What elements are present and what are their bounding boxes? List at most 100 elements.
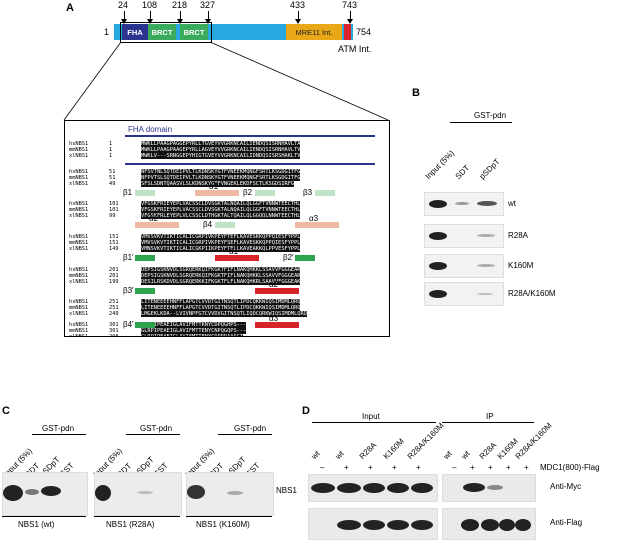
band-d-myc-ip-2 (463, 483, 485, 492)
alignment-sequence: NFSVTNLSQTDEIPVLTLKDNSKYGTFVNEEKMQNGFSRT… (141, 169, 301, 175)
arrowhead-433 (295, 19, 301, 24)
band-b-dm-input (429, 290, 447, 298)
band-d-flag-ip-4 (499, 519, 515, 531)
arrowhead-24 (121, 19, 127, 24)
alignment-residue-number: 51 (109, 169, 116, 175)
alignment-sequence: GLRPIPEAEIGLAVIFMTTENYCNPQGQPS--- (141, 328, 247, 334)
alignment-species-name: mmNBS1 (69, 147, 89, 153)
band-b-k160m-input (429, 262, 447, 270)
band-d-myc-input-4 (387, 483, 409, 493)
panel-c-g3-caption: NBS1 (K160M) (196, 520, 250, 529)
helix-marker (215, 255, 259, 261)
panel-b-blot-r28a-k160m (424, 282, 504, 306)
alignment-sequence: LITENEEEEHNFFLAPGTCVVDTGITNSQTLIPDCQKKWI… (141, 305, 301, 311)
alignment-species-name: mmNBS1 (69, 240, 89, 246)
position-327: 327 (200, 0, 216, 10)
input-lane-label: wt (309, 448, 322, 461)
helix-marker (295, 222, 339, 228)
band-c-g1-psdpt (41, 486, 61, 496)
alignment-residue-number: 51 (109, 175, 116, 181)
alignment-residue-number: 151 (109, 240, 119, 246)
panel-d-letter: D (302, 405, 310, 417)
band-b-dm-psdpt (477, 293, 493, 295)
band-c-g3-psdpt (227, 491, 243, 495)
brct-domain-2-label: BRCT (183, 27, 205, 37)
end-residue: 754 (356, 27, 372, 37)
panel-d-myc-input-blot (308, 474, 438, 502)
input-lane-label: wt (333, 448, 346, 461)
ip-sign: + (488, 463, 493, 472)
panel-c-letter: C (2, 405, 10, 417)
ip-sign: + (470, 463, 475, 472)
band-d-flag-input-3 (363, 520, 385, 530)
position-218: 218 (172, 0, 188, 10)
alignment-species-name: xlNBS1 (69, 181, 89, 187)
ip-lane-label: wt (459, 448, 472, 461)
zoom-selection (120, 22, 212, 43)
panel-c-g3-line (218, 434, 272, 435)
alignment-sequence: VFGSKFRIEYEPLVACSSCLDVSGKTALNQAILQLGGFTV… (141, 201, 301, 207)
secondary-structure-label: β1′ (123, 253, 134, 262)
band-c-g2-psdpt (137, 491, 153, 494)
alignment-sequence: MWKLLPAAGPAGGEPYRLLTGVEYVVGRKNCAILIENDQS… (141, 141, 301, 147)
strand-marker (295, 255, 315, 261)
strand-marker (135, 255, 155, 261)
alignment-residue-number: 201 (109, 273, 119, 279)
alignment-species-name: hsNBS1 (69, 141, 89, 147)
arrow-24 (124, 11, 125, 20)
atm-domain-label: ATM Int. (338, 44, 372, 54)
panel-b-letter: B (412, 87, 420, 99)
band-b-wt-input (429, 200, 447, 208)
panel-b-row-r28a: R28A (508, 231, 529, 240)
band-b-r28a-input (429, 232, 447, 240)
alignment-residue-number: 301 (109, 322, 119, 328)
ip-lane-label: R28A/K160M (513, 420, 554, 461)
alignment-residue-number: 99 (109, 213, 116, 219)
secondary-structure-label: α2′ (269, 280, 280, 289)
position-108: 108 (142, 0, 158, 10)
panel-c-blot-g1 (2, 472, 88, 516)
helix-marker (255, 322, 299, 328)
panel-b-blot-r28a (424, 224, 504, 248)
panel-c-band-label: NBS1 (276, 486, 297, 495)
alignment-species-name: mmNBS1 (69, 175, 89, 181)
alignment-sequence: VMVSVKVTIKTICALICGRPIVKPEYFTEFLKAVESKKQP… (141, 234, 301, 240)
panel-b-row-wt: wt (508, 199, 516, 208)
panel-c-g1-caption-line (2, 516, 86, 517)
band-b-wt-psdpt (477, 201, 497, 206)
band-d-myc-input-2 (337, 483, 361, 493)
arrow-108 (150, 11, 151, 20)
alignment-species-name: xlNBS1 (69, 153, 89, 159)
input-lane-label: R28A/K160M (405, 420, 446, 461)
strand-marker (315, 190, 335, 196)
helix-marker (135, 222, 179, 228)
band-b-k160m-psdpt (477, 264, 495, 267)
arrow-218 (180, 11, 181, 20)
ip-lane-label: R28A (477, 440, 499, 461)
alignment-species-name: mmNBS1 (69, 273, 89, 279)
fha-domain-line (125, 135, 375, 137)
band-c-g2-input (95, 485, 111, 501)
panel-c-g2-line (126, 434, 180, 435)
panel-b-row-k160m: K160M (508, 261, 534, 270)
panel-c-blot-g2 (94, 472, 182, 516)
panel-c-g1-line (32, 434, 86, 435)
panel-d-input-header: Input (362, 412, 380, 421)
ip-sign: + (506, 463, 511, 472)
arrowhead-218 (177, 19, 183, 24)
panel-a-letter: A (66, 2, 74, 14)
alignment-residue-number: 298 (109, 334, 119, 337)
band-b-r28a-psdpt (477, 234, 495, 237)
mre11-domain: MRE11 Int. (286, 24, 342, 40)
position-24: 24 (118, 0, 129, 10)
alignment-sequence: GLRPIPEAEIGLAVIFMTTENYCDPRRAASGT (141, 334, 244, 336)
panel-c-g2-header: GST-pdn (140, 424, 173, 433)
band-d-flag-ip-5 (515, 519, 531, 531)
panel-d-ip-header: IP (486, 412, 494, 421)
ip-sign: – (452, 463, 457, 472)
panel-c-g1-caption: NBS1 (wt) (18, 520, 55, 529)
alignment-sequence: GLRPIPEAEIGLAVIFMTTKNYCDPQGHPS--- (141, 322, 247, 328)
strand-marker (135, 322, 155, 328)
panel-b-row-r28a-k160m: R28A/K160M (508, 289, 556, 298)
band-d-flag-ip-3 (481, 519, 499, 531)
